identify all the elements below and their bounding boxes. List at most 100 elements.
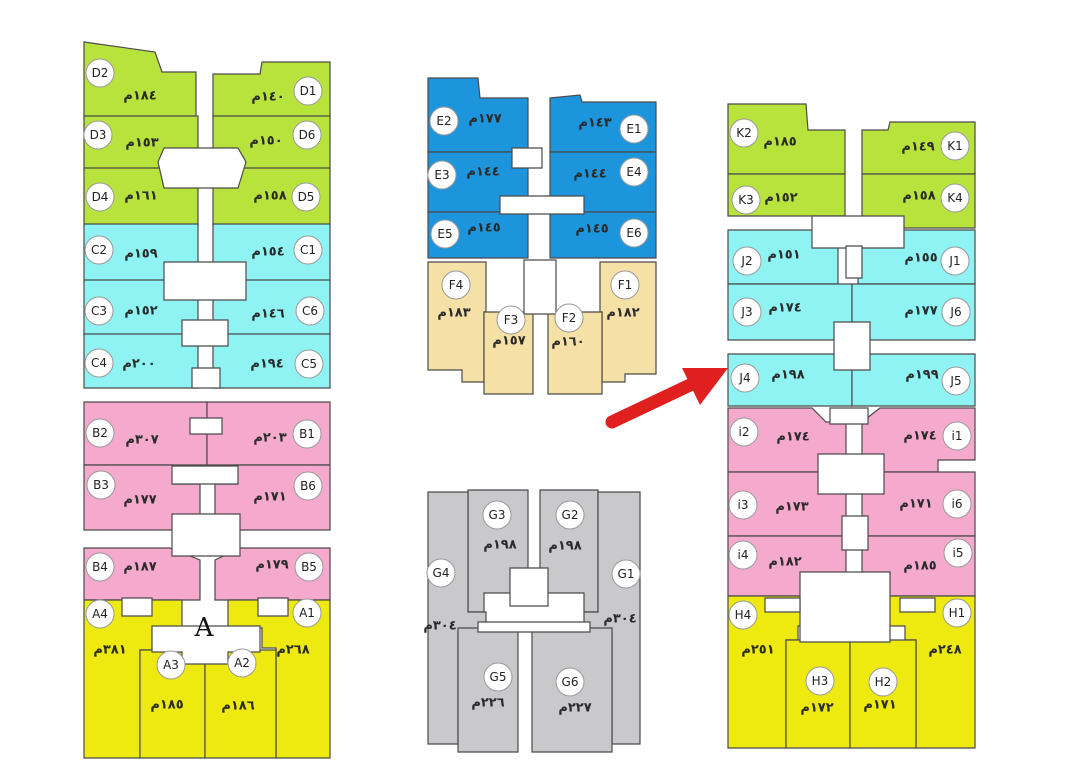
unit-area-label: ١٧٧م: [123, 493, 156, 508]
unit-badge: [729, 118, 759, 148]
courtyard: [829, 407, 869, 425]
unit-id-label: G2: [562, 508, 579, 522]
unit-area-label: ١٩٩م: [905, 368, 938, 383]
unit-id-label: H1: [949, 606, 966, 620]
unit-id-label: K3: [738, 193, 754, 207]
unit-area-label: ١٧٢م: [800, 701, 833, 716]
unit-area-label: ١٧٤م: [903, 429, 936, 444]
unit-area-label: ٢٥١م: [741, 643, 774, 658]
unit-badge: [555, 667, 585, 697]
unit-area-label: ٢٤٨م: [928, 643, 961, 658]
unit-area-label: ١٨٥م: [903, 559, 936, 574]
unit-id-label: B2: [92, 426, 108, 440]
courtyard: [811, 215, 905, 249]
unit-badge: [86, 470, 116, 500]
unit-area-label: ١٨٧م: [123, 560, 156, 575]
unit-badge: [429, 106, 459, 136]
unit-area-label: ٣٠٤م: [423, 619, 456, 634]
unit-badge: [84, 348, 114, 378]
unit-area-label: ١٥٠م: [249, 134, 282, 149]
unit-id-label: D2: [92, 66, 109, 80]
unit-badge: [554, 303, 584, 333]
unit-badge: [610, 270, 640, 300]
unit-badge: [619, 157, 649, 187]
unit-f2[interactable]: [547, 311, 603, 395]
unit-area-label: ١٨٦م: [221, 699, 254, 714]
unit-id-label: K2: [736, 126, 752, 140]
unit-badge: [619, 218, 649, 248]
unit-id-label: A3: [163, 658, 179, 672]
unit-badge: [732, 297, 762, 327]
unit-badge: [483, 662, 513, 692]
courtyard: [191, 367, 221, 389]
unit-badge: [940, 246, 970, 276]
unit-id-label: D3: [90, 128, 107, 142]
unit-id-label: B3: [93, 478, 109, 492]
unit-badge: [83, 120, 113, 150]
unit-area-label: ١٧١م: [863, 698, 896, 713]
unit-area-label: ٢٠٣م: [253, 431, 286, 446]
unit-badge: [441, 270, 471, 300]
unit-id-label: E1: [626, 122, 641, 136]
unit-area-label: ١٤٩م: [901, 140, 934, 155]
unit-id-label: E6: [626, 226, 641, 240]
unit-id-label: i4: [738, 548, 749, 562]
unit-area-label: ١٨٥م: [150, 698, 183, 713]
unit-area-label: ١٧٣م: [775, 500, 808, 515]
unit-id-label: D5: [298, 190, 315, 204]
unit-id-label: A4: [92, 607, 108, 621]
unit-id-label: E5: [437, 227, 452, 241]
unit-g5[interactable]: [457, 627, 519, 753]
unit-area-label: ١٧٧م: [904, 304, 937, 319]
unit-area-label: ٢٢٧م: [558, 701, 591, 716]
courtyard: [189, 417, 223, 435]
courtyard: [171, 513, 241, 557]
unit-id-label: A1: [299, 606, 315, 620]
unit-id-label: H3: [812, 674, 829, 688]
unit-badge: [84, 296, 114, 326]
unit-id-label: i6: [952, 497, 963, 511]
unit-id-label: i1: [952, 429, 963, 443]
unit-area-label: ١٩٨م: [548, 539, 581, 554]
unit-area-label: ١٥٢م: [124, 304, 157, 319]
unit-id-label: C6: [302, 304, 318, 318]
courtyard: [523, 259, 557, 315]
unit-id-label: F1: [618, 278, 633, 292]
unit-id-label: C5: [301, 357, 317, 371]
courtyard: [181, 319, 229, 347]
unit-id-label: C1: [300, 243, 316, 257]
unit-area-label: ١٥٤م: [251, 245, 284, 260]
unit-area-label: ١٧٤م: [768, 301, 801, 316]
unit-area-label: ١٤٤م: [573, 167, 606, 182]
unit-id-label: K4: [947, 191, 963, 205]
unit-area-label: ١٨٢م: [606, 306, 639, 321]
tower-label: A: [194, 613, 215, 643]
unit-badge: [156, 650, 186, 680]
courtyard: [833, 321, 871, 371]
unit-id-label: C4: [91, 356, 107, 370]
unit-j5[interactable]: [851, 353, 976, 407]
unit-area-label: ٣٨١م: [93, 643, 126, 658]
unit-id-label: C3: [91, 304, 107, 318]
unit-id-label: i3: [738, 498, 749, 512]
unit-badge: [805, 666, 835, 696]
unit-id-label: H2: [875, 675, 892, 689]
courtyard: [499, 195, 585, 215]
unit-area-label: ٣٠٧م: [125, 433, 158, 448]
unit-id-label: F2: [562, 311, 577, 325]
unit-area-label: ١٤٤م: [466, 165, 499, 180]
unit-id-label: B4: [92, 560, 108, 574]
unit-id-label: K1: [947, 139, 963, 153]
unit-badge: [85, 58, 115, 88]
unit-id-label: J4: [738, 371, 750, 385]
unit-area-label: ١٩٨م: [483, 538, 516, 553]
unit-j6[interactable]: [851, 283, 976, 341]
unit-area-label: ١٥٣م: [125, 136, 158, 151]
unit-badge: [293, 471, 323, 501]
courtyard: [845, 245, 863, 279]
unit-badge: [85, 599, 115, 629]
unit-area-label: ١٦١م: [124, 189, 157, 204]
unit-area-label: ١٥٧م: [492, 334, 525, 349]
courtyard: [171, 465, 239, 485]
